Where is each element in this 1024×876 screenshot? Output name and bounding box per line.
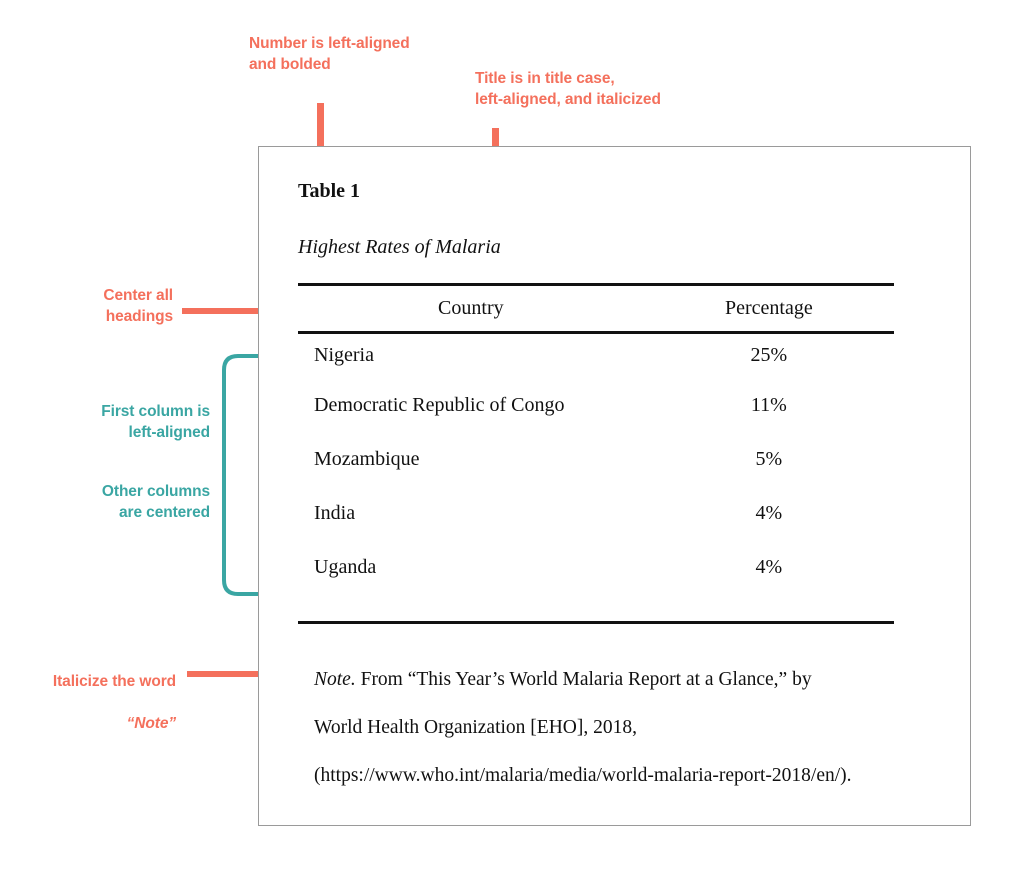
cell-country: Uganda [314,556,377,578]
table-row: Nigeria 25% [298,331,894,378]
table-rule-bottom [298,621,894,624]
annotation-other-columns: Other columns are centered [101,483,210,521]
cell-country: Nigeria [314,343,374,366]
cell-percentage: 11% [750,394,787,416]
table-note-line-1: Note. From “This Year’s World Malaria Re… [314,656,914,704]
column-header-percentage: Percentage [724,297,813,319]
table-note-line-3: (https://www.who.int/malaria/media/world… [314,765,852,786]
table-row: Mozambique 5% [298,432,894,486]
table-frame [258,146,971,826]
table-note-label: Note. [314,669,356,690]
table-rule-top [298,283,894,286]
annotation-italicize-note-word: “Note” [126,715,176,732]
annotation-italicize-note-prefix: Italicize the word [52,673,176,690]
column-header-country: Country [438,297,504,319]
table-note-line-2: World Health Organization [EHO], 2018, [314,717,637,738]
cell-percentage: 4% [755,556,783,578]
table-row: Democratic Republic of Congo 11% [298,378,894,432]
annotation-number-format: Number is left-aligned and bolded [249,35,410,73]
cell-country: India [314,502,356,524]
table-title: Highest Rates of Malaria [298,236,501,258]
table-heading-block: Table 1 Highest Rates of Malaria [298,178,898,260]
cell-percentage: 25% [750,343,788,366]
annotation-first-column: First column is left-aligned [101,403,210,441]
table-note: Note. From “This Year’s World Malaria Re… [314,656,914,800]
table-row: Uganda 4% [298,540,894,594]
table-rule-middle [298,331,894,334]
annotation-title-format: Title is in title case, left-aligned, an… [475,70,661,108]
annotation-center-headings: Center all headings [103,287,173,325]
table-header-row: Country Percentage [298,289,894,331]
annotation-italicize-note: Italicize the word “Note” [6,650,176,734]
cell-percentage: 4% [755,502,783,524]
table-note-text-1: From “This Year’s World Malaria Report a… [355,669,812,690]
table-row: India 4% [298,486,894,540]
cell-country: Democratic Republic of Congo [314,394,565,416]
cell-percentage: 5% [755,448,783,470]
cell-country: Mozambique [314,448,420,470]
data-table: Country Percentage Nigeria 25% Democrati… [298,289,894,594]
bracket-column-alignment [222,354,306,596]
table-number: Table 1 [298,180,361,202]
